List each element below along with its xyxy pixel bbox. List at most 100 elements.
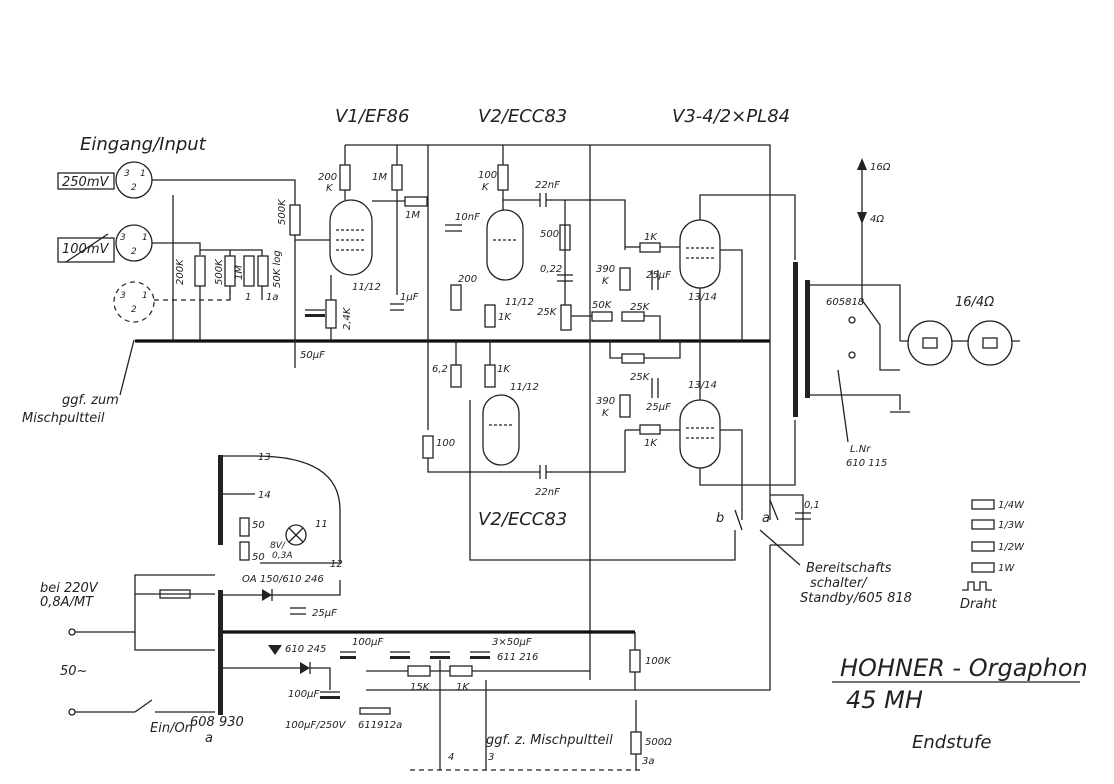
v4-tube[interactable] xyxy=(679,399,721,469)
label-rect: OA 150/610 246 xyxy=(242,574,324,585)
v2-pins: 11/12 xyxy=(505,297,534,308)
pt-core-2 xyxy=(218,590,223,715)
label-onoff: Ein/On xyxy=(150,721,193,736)
mains-2: 0,8A/MT xyxy=(40,595,94,610)
pin-label: 1 xyxy=(142,233,148,243)
c3x50-b xyxy=(390,656,410,659)
label-tr-id: 608 930 xyxy=(190,715,244,730)
diode-a xyxy=(262,589,272,601)
power-switch[interactable] xyxy=(134,699,153,713)
pin-label: 2 xyxy=(131,305,137,315)
r-500k-b xyxy=(289,204,301,236)
standby-3: Standby/605 818 xyxy=(800,591,912,606)
label-16ohm: 16Ω xyxy=(870,162,891,173)
chain-wire-2 xyxy=(200,249,231,256)
v3-plate xyxy=(699,194,796,260)
level-box-250mv xyxy=(57,172,115,190)
level-250mv: 250mV xyxy=(62,175,109,190)
label-tr-rev: a xyxy=(205,731,213,746)
standby-a xyxy=(769,499,779,521)
label-r1k: 1K xyxy=(498,312,512,323)
lamp-label: 8V/ xyxy=(270,541,286,551)
label-lnr: L.Nr xyxy=(850,444,871,455)
legend-14w-label: 1/4W xyxy=(998,500,1025,511)
v2-bottom-tube[interactable] xyxy=(482,394,520,466)
v3-tube[interactable] xyxy=(679,219,721,289)
lnr-leader xyxy=(837,369,849,443)
standby-wire xyxy=(770,494,804,546)
pot-25k-a[interactable] xyxy=(560,304,572,331)
label-r1k-b: 1K xyxy=(497,364,511,375)
dc-line-2 xyxy=(310,667,331,690)
c100-b-b xyxy=(320,696,340,699)
label-r500: 500 xyxy=(540,229,559,240)
label-k2: K xyxy=(482,182,490,193)
switch-contact[interactable] xyxy=(848,316,856,324)
label-c100-250: 100μF/250V xyxy=(285,720,347,731)
tap-12: 12 xyxy=(330,559,343,570)
legend-draht-symbol xyxy=(962,581,992,591)
tap-14: 14 xyxy=(258,490,271,501)
label-r200-b: 200 xyxy=(458,274,477,285)
legend-14w xyxy=(971,499,995,510)
pin-label: 1 xyxy=(140,169,146,179)
lamp-x2 xyxy=(288,527,304,543)
label-diode: 610 245 xyxy=(285,644,326,655)
level-arrow xyxy=(65,233,109,263)
r-100k-ps xyxy=(629,649,641,673)
arrow-16 xyxy=(857,158,867,170)
lamp-label-2: 0,3A xyxy=(272,551,292,561)
r-1k-c xyxy=(639,242,661,253)
r-100k-b xyxy=(422,435,434,459)
label-k4: K xyxy=(602,408,610,419)
label-c100b: 100μF xyxy=(288,689,319,700)
r-1m-c xyxy=(404,196,428,207)
supply-rail-top xyxy=(345,144,771,520)
mains-wire xyxy=(75,574,215,633)
socket-pin-2 xyxy=(982,337,998,349)
r-2-4k xyxy=(325,299,337,329)
v3-pins: 13/14 xyxy=(688,292,717,303)
r-6-2k xyxy=(450,364,462,388)
legend-draht-label: Draht xyxy=(960,597,998,612)
label-c25-ps: 25μF xyxy=(312,608,337,619)
label-r100k-ps: 100K xyxy=(645,656,672,667)
r-200k-a xyxy=(194,255,206,287)
v4-plate xyxy=(699,420,796,486)
r-50k xyxy=(591,311,613,322)
v2-top-tube[interactable] xyxy=(486,209,524,281)
ot-core-left xyxy=(793,262,798,417)
din-socket-mixer[interactable] xyxy=(113,281,155,323)
r-1m-b xyxy=(391,164,403,191)
r-1k-d xyxy=(639,424,661,435)
label-c22nf: 22nF xyxy=(535,180,560,191)
label-c100a: 100μF xyxy=(352,637,383,648)
pot-25k-c[interactable] xyxy=(621,353,645,364)
tap-curve xyxy=(254,455,341,564)
title-section: Endstufe xyxy=(912,732,991,753)
label-c01: 0,1 xyxy=(804,500,820,511)
standby-b xyxy=(734,509,743,531)
v2b-out xyxy=(427,458,540,473)
ps-right-2 xyxy=(634,545,771,691)
label-r1m: 1M xyxy=(234,265,245,280)
r-500-ps xyxy=(630,731,642,755)
label-r100: 100 xyxy=(478,170,497,181)
r-1k-ps xyxy=(449,665,473,677)
label-c022: 0,22 xyxy=(540,264,562,275)
c3x50-d xyxy=(430,656,450,659)
label-r390: 390 xyxy=(596,264,615,275)
ot-sec-2 xyxy=(810,394,901,410)
label-c1uf: 1μF xyxy=(400,292,419,303)
input-title: Eingang/Input xyxy=(80,134,207,155)
pot-25k-b[interactable] xyxy=(621,311,645,322)
level-box-100mv xyxy=(57,237,115,263)
r-1k-a xyxy=(484,304,496,328)
switch-wire xyxy=(861,299,900,371)
switch-contact-2[interactable] xyxy=(848,351,856,359)
c100-a-b xyxy=(340,656,356,659)
ot-sec xyxy=(810,284,901,341)
in-wire-1 xyxy=(152,179,296,205)
v1-tube[interactable] xyxy=(329,199,373,276)
diode-b xyxy=(268,645,282,655)
